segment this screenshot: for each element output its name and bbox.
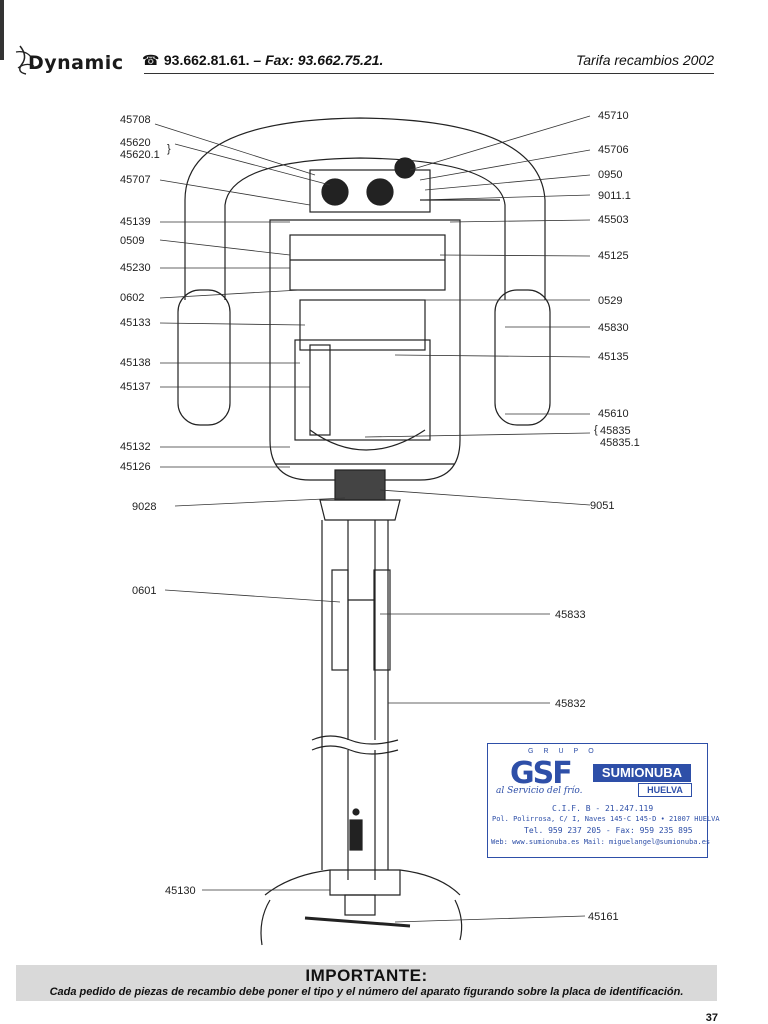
left-part-labels: 45708 45620 45620.1 45707 45139 0509 452… <box>120 114 196 897</box>
part-label: 45620 <box>120 137 151 149</box>
part-label: 45126 <box>120 461 151 473</box>
part-label: 0509 <box>120 235 144 247</box>
leader-lines <box>154 115 591 923</box>
binding-mark <box>0 0 4 60</box>
part-label: 9011.1 <box>598 190 631 202</box>
stamp-city: HUELVA <box>638 783 692 797</box>
brace-symbol: } <box>167 143 171 155</box>
part-label: 45130 <box>165 885 196 897</box>
page-number: 37 <box>705 1012 718 1024</box>
machine-drawing <box>177 117 551 946</box>
part-label: 45710 <box>598 110 629 122</box>
part-label: 45132 <box>120 441 151 453</box>
part-label: 45620.1 <box>120 149 160 161</box>
part-label: 45835.1 <box>600 437 640 449</box>
stamp-phone: Tel. 959 237 205 - Fax: 959 235 895 <box>524 826 693 835</box>
stamp-address: Pol. Polirrosa, C/ I, Naves 145-C 145-D … <box>492 815 720 823</box>
telephone-icon: ☎ <box>142 52 160 68</box>
part-label: 45832 <box>555 698 586 710</box>
part-label: 45135 <box>598 351 629 363</box>
part-label: 45706 <box>598 144 629 156</box>
notice-title: IMPORTANTE: <box>305 966 428 985</box>
catalog-title: Tarifa recambios 2002 <box>575 52 714 68</box>
part-label: 0950 <box>598 169 622 181</box>
swirl-logo-icon <box>15 45 35 75</box>
part-label: 45503 <box>598 214 629 226</box>
part-label: 0529 <box>598 295 622 307</box>
part-label: 0601 <box>132 585 156 597</box>
part-label: 45830 <box>598 322 629 334</box>
part-label: 45138 <box>120 357 151 369</box>
part-label: 9028 <box>132 501 156 513</box>
important-notice: IMPORTANTE: Cada pedido de piezas de rec… <box>16 965 717 1001</box>
stamp-cif: C.I.F. B - 21.247.119 <box>552 804 654 813</box>
part-label: 45230 <box>120 262 151 274</box>
part-label: 45133 <box>120 317 151 329</box>
phone-number: 93.662.81.61. <box>163 52 250 68</box>
stamp-brand: SUMIONUBA <box>593 764 691 782</box>
part-label: 45125 <box>598 250 629 262</box>
part-label: 45708 <box>120 114 151 126</box>
part-label: 45835 <box>600 425 631 437</box>
distributor-stamp: GRUPO GSF al Servicio del frío. SUMIONUB… <box>487 743 720 858</box>
part-label: 45161 <box>588 911 619 923</box>
part-label: 45833 <box>555 609 586 621</box>
contact-phone: ☎ 93.662.81.61. – Fax: 93.662.75.21. <box>142 52 383 69</box>
page-header: Dynamic ☎ 93.662.81.61. – Fax: 93.662.75… <box>14 38 714 78</box>
header-rule <box>144 73 714 74</box>
stamp-logo: GSF <box>510 756 573 791</box>
part-label: 0602 <box>120 292 144 304</box>
fax-number: – Fax: 93.662.75.21. <box>253 52 384 68</box>
stamp-slogan: al Servicio del frío. <box>496 786 583 796</box>
part-label: 45610 <box>598 408 629 420</box>
part-label: 45139 <box>120 216 151 228</box>
part-label: 45707 <box>120 174 151 186</box>
brace-symbol: { <box>594 424 598 436</box>
part-label: 45137 <box>120 381 151 393</box>
stamp-group-label: GRUPO <box>528 748 604 755</box>
right-part-labels: 45710 45706 0950 9011.1 45503 45125 0529… <box>167 110 640 923</box>
brand-name: Dynamic <box>28 52 124 74</box>
notice-body: Cada pedido de piezas de recambio debe p… <box>49 986 684 998</box>
stamp-web: Web: www.sumionuba.es Mail: miguelangel@… <box>491 838 711 846</box>
dynamic-logo: Dynamic <box>14 42 134 76</box>
part-label: 9051 <box>590 500 614 512</box>
